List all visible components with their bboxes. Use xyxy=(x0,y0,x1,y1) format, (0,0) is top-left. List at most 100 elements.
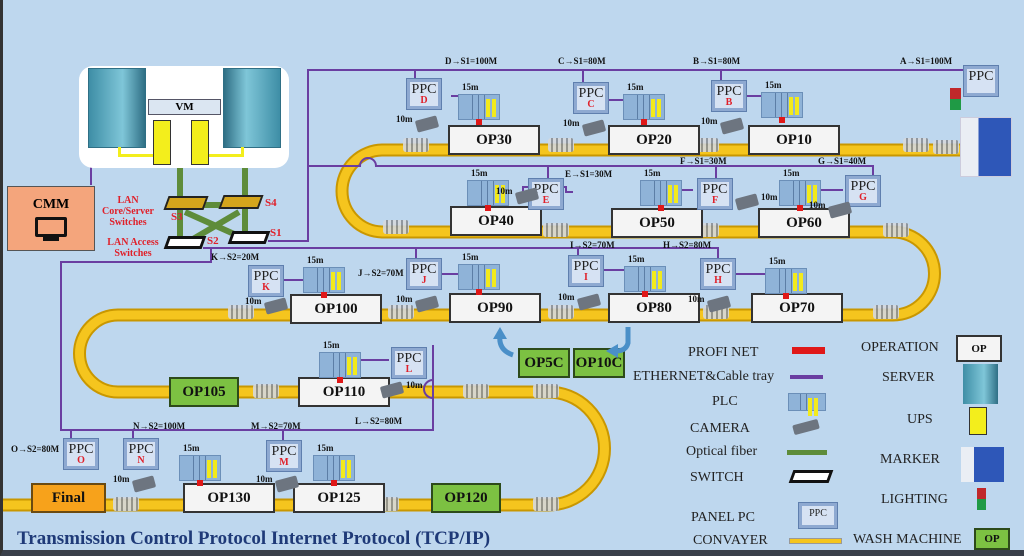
ppc-letter: E xyxy=(542,195,550,206)
operation-final[interactable]: Final xyxy=(31,483,106,513)
switch-icon-s1[interactable] xyxy=(227,231,271,244)
operation-op5c[interactable]: OP5C xyxy=(518,348,570,378)
legend-plc: PLC xyxy=(712,394,738,409)
pallet-icon xyxy=(903,138,929,152)
plc-icon xyxy=(319,352,361,383)
legend-profinet: PROFI NET xyxy=(688,345,759,360)
profinet-swatch xyxy=(792,347,825,354)
camera-cable-length: 10m xyxy=(761,192,778,202)
link-length-label: L→S2=80M xyxy=(355,416,403,426)
operation-op10c[interactable]: OP10C xyxy=(573,348,625,378)
camera-cable-length: 10m xyxy=(396,294,413,304)
operation-op125[interactable]: OP125 xyxy=(293,483,385,513)
pallet-icon xyxy=(403,138,429,152)
pallet-icon xyxy=(253,384,279,398)
operation-op70[interactable]: OP70 xyxy=(751,293,843,323)
operation-op30[interactable]: OP30 xyxy=(448,125,540,155)
operation-op110[interactable]: OP110 xyxy=(298,377,390,407)
legend-panel-pc: PANEL PC xyxy=(691,510,755,525)
plc-cable-length: 15m xyxy=(462,82,479,92)
switch-icon-s4[interactable] xyxy=(218,195,264,209)
operation-op130[interactable]: OP130 xyxy=(183,483,275,513)
legend-wash: WASH MACHINE xyxy=(853,532,962,547)
operation-op90[interactable]: OP90 xyxy=(449,293,541,323)
legend-conveyor: CONVAYER xyxy=(693,533,768,548)
operation-op80[interactable]: OP80 xyxy=(608,293,700,323)
operation-op20[interactable]: OP20 xyxy=(608,125,700,155)
ppc-letter: H xyxy=(714,275,722,286)
operation-op10[interactable]: OP10 xyxy=(748,125,840,155)
cmm-station: CMM xyxy=(7,186,95,251)
camera-cable-length: 10m xyxy=(396,114,413,124)
panel-pc-a[interactable]: PPC xyxy=(963,65,999,97)
camera-cable-length: 10m xyxy=(688,294,705,304)
legend-lighting: LIGHTING xyxy=(881,492,948,507)
legend-operation: OPERATION xyxy=(861,340,939,355)
pallet-icon xyxy=(113,497,139,511)
pallet-icon xyxy=(463,384,489,398)
legend-marker: MARKER xyxy=(880,452,940,467)
s2-label: S2 xyxy=(207,235,219,247)
plc-icon xyxy=(179,455,221,486)
operation-op50[interactable]: OP50 xyxy=(611,208,703,238)
link-length-label: I→S2=70M xyxy=(570,240,615,250)
server-icon xyxy=(223,68,281,148)
core-switches-label: LAN Core/Server Switches xyxy=(101,195,154,228)
ups-power-line xyxy=(118,147,153,157)
ppc-letter: K xyxy=(262,282,270,293)
plc-icon xyxy=(640,180,682,211)
s3-label: S3 xyxy=(171,211,183,223)
pallet-icon xyxy=(543,223,569,237)
pallet-icon xyxy=(533,497,559,511)
operation-op40[interactable]: OP40 xyxy=(450,206,542,236)
pallet-icon xyxy=(548,305,574,319)
link-length-label: N→S2=100M xyxy=(133,421,186,431)
switch-icon-s2[interactable] xyxy=(163,236,207,249)
switch-icon-s3[interactable] xyxy=(163,196,209,210)
link-length-label: J→S2=70M xyxy=(358,268,404,278)
access-switches-label: LAN Access Switches xyxy=(107,237,159,259)
profinet-link xyxy=(642,291,648,297)
operation-op120[interactable]: OP120 xyxy=(431,483,501,513)
pallet-icon xyxy=(383,220,409,234)
ppc-letter: D xyxy=(420,95,428,106)
ethernet-swatch xyxy=(790,375,823,379)
plc-icon xyxy=(788,393,826,416)
cmm-label: CMM xyxy=(32,197,70,212)
plc-icon xyxy=(458,94,500,125)
ppc-letter: F xyxy=(711,195,719,206)
vm-arrow: VM xyxy=(148,99,221,115)
server-icon xyxy=(88,68,146,148)
legend-ups: UPS xyxy=(907,412,933,427)
plc-cable-length: 15m xyxy=(307,255,324,265)
transfer-arrows xyxy=(493,327,631,358)
operation-op105[interactable]: OP105 xyxy=(169,377,239,407)
profinet-link xyxy=(485,205,491,211)
plc-icon xyxy=(779,180,821,211)
camera-cable-length: 10m xyxy=(245,296,262,306)
camera-cable-length: 10m xyxy=(406,380,423,390)
legend-server: SERVER xyxy=(882,370,935,385)
operation-op100[interactable]: OP100 xyxy=(290,294,382,324)
plc-cable-length: 15m xyxy=(765,80,782,90)
